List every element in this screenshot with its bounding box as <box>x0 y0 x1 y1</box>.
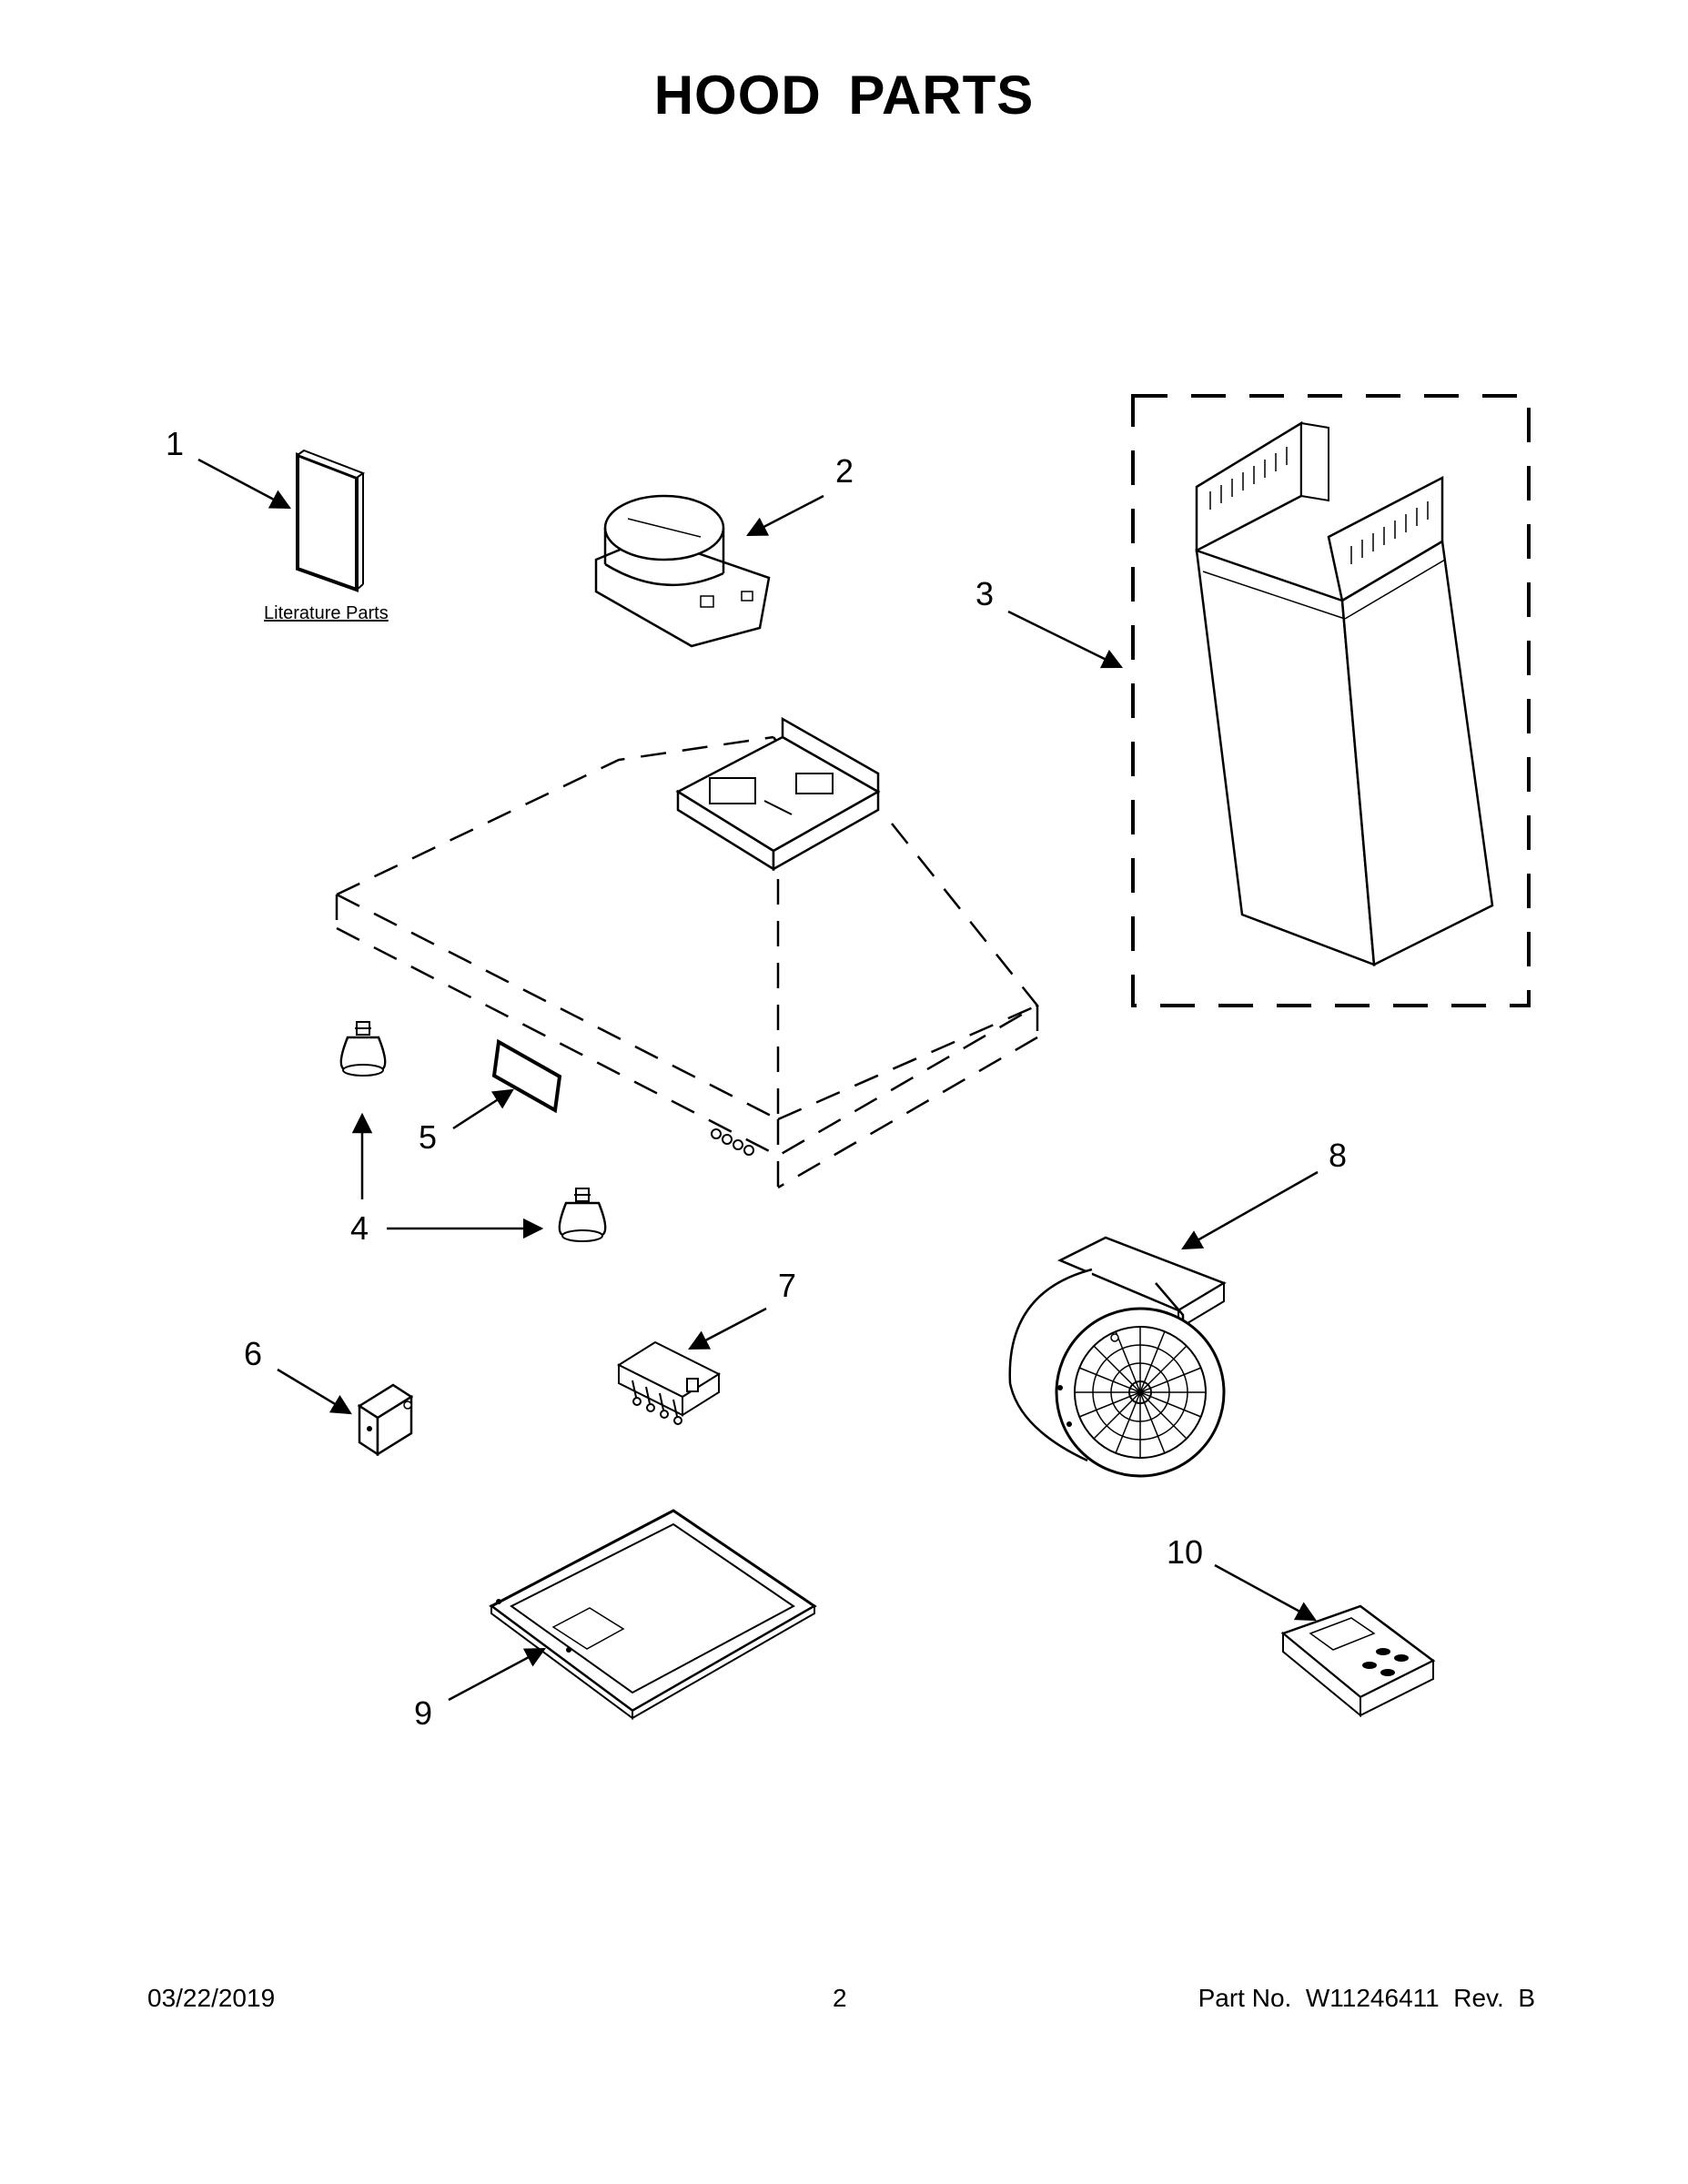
callout-2-arrow <box>746 494 824 537</box>
callout-1-arrow <box>197 458 291 510</box>
chimney-cover-part <box>1195 420 1494 966</box>
callout-2: 2 <box>835 452 854 490</box>
callout-3: 3 <box>975 575 994 612</box>
power-box-part <box>357 1383 414 1457</box>
lamp-upper <box>339 1021 387 1077</box>
footer-page-number: 2 <box>833 1984 847 2012</box>
callout-1: 1 <box>166 425 184 462</box>
callout-5: 5 <box>419 1118 437 1156</box>
label-plate-part <box>491 1038 562 1114</box>
callout-9-arrow <box>448 1647 546 1702</box>
hood-canopy <box>335 735 1039 1189</box>
literature-parts-label: Literature Parts <box>264 603 389 623</box>
callout-10-arrow <box>1214 1563 1317 1622</box>
literature-booklet <box>295 449 366 592</box>
hood-mounting-bracket <box>675 716 881 872</box>
hood-control-buttons <box>711 1128 754 1156</box>
blower-assembly-part <box>1008 1236 1227 1478</box>
lamp-lower <box>558 1188 607 1242</box>
chimney-assembly-box <box>1131 394 1531 1007</box>
callout-10: 10 <box>1167 1533 1203 1571</box>
callout-8: 8 <box>1329 1137 1347 1174</box>
callout-4: 4 <box>350 1209 369 1247</box>
damper-collar-part <box>594 494 771 648</box>
callout-7: 7 <box>778 1267 796 1304</box>
switch-block-part <box>616 1340 722 1425</box>
callout-6: 6 <box>244 1335 262 1372</box>
callout-7-arrow <box>688 1307 767 1350</box>
callout-6-arrow <box>277 1368 352 1415</box>
callout-8-arrow <box>1181 1170 1319 1250</box>
grease-filter-part <box>489 1509 817 1720</box>
callout-3-arrow <box>1007 610 1124 669</box>
footer-part-number: Part No. W11246411 Rev. B <box>1198 1984 1535 2012</box>
control-panel-part <box>1280 1604 1436 1718</box>
callout-5-arrow <box>452 1088 514 1130</box>
footer-date: 03/22/2019 <box>147 1984 276 2012</box>
page-title: HOOD PARTS <box>653 65 1035 126</box>
callout-9: 9 <box>414 1694 432 1732</box>
